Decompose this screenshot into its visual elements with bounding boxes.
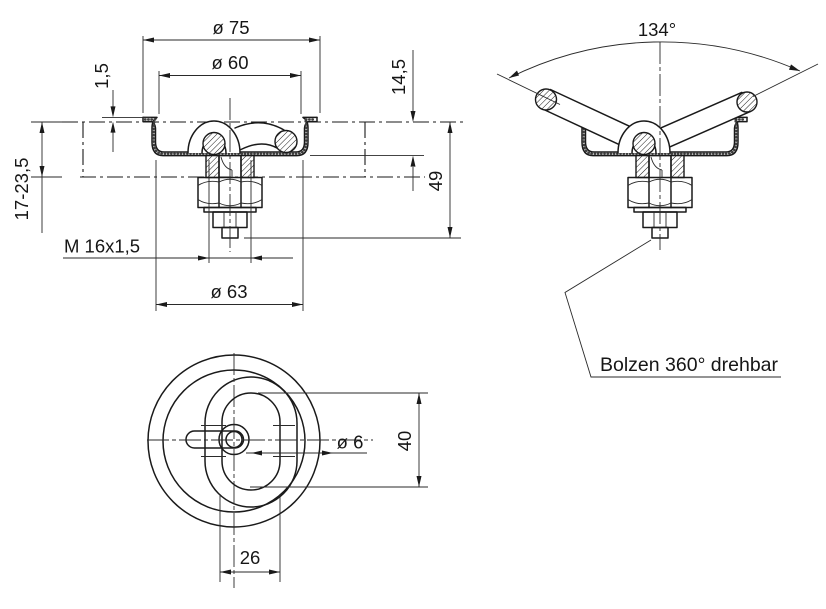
thread-label: M 16x1,5: [64, 236, 140, 257]
sheet-thickness-label: 1,5: [91, 63, 112, 89]
opening-height-label: 40: [394, 431, 415, 452]
folded-ring-side: [234, 122, 298, 154]
dimension-swing-angle: 134°: [496, 19, 819, 105]
opening-width-label: 26: [240, 547, 261, 568]
dimension-flange-diameter: ø 75: [142, 17, 321, 113]
body-diameter-label: ø 63: [210, 281, 247, 302]
dimension-sheet-thickness: 1,5: [91, 63, 151, 152]
ring-bar-end-section-right: [736, 91, 758, 113]
dimension-body-diameter: ø 63: [155, 160, 304, 311]
plan-view: ø 6 40 26: [147, 353, 428, 588]
dimension-opening-height: 40: [250, 392, 428, 488]
side-section-view: ø 75 ø 60 1,5 17-23,5 14,5: [11, 17, 467, 311]
raised-ring-arms: [534, 88, 758, 149]
dimension-recess-depth: 14,5: [310, 50, 424, 191]
dimension-total-depth: 49: [244, 122, 461, 239]
dimension-panel-thickness-range: 17-23,5: [11, 121, 62, 233]
note-bolt-swivel: Bolzen 360° drehbar: [564, 239, 781, 378]
dimension-thread: M 16x1,5: [63, 160, 293, 263]
folded-ring-plan: [201, 376, 298, 508]
hole-diameter-label: ø 6: [337, 432, 364, 453]
side-raised-view: 134° Bolzen 360° drehbar: [496, 19, 819, 378]
swing-angle-label: 134°: [638, 19, 676, 40]
dimension-opening-width: 26: [219, 494, 281, 582]
bolt-swivel-note-label: Bolzen 360° drehbar: [600, 354, 779, 376]
ring-bar-cross-section: [274, 129, 298, 154]
ring-bar-end-section-left: [534, 88, 558, 111]
dimension-hole-diameter: ø 6: [246, 432, 367, 456]
panel-thickness-range-label: 17-23,5: [11, 158, 32, 221]
recess-diameter-label: ø 60: [211, 52, 248, 73]
recess-depth-label: 14,5: [388, 59, 409, 95]
total-depth-label: 49: [425, 171, 446, 192]
flange-diameter-label: ø 75: [212, 17, 249, 38]
dimension-recess-diameter: ø 60: [158, 52, 302, 114]
